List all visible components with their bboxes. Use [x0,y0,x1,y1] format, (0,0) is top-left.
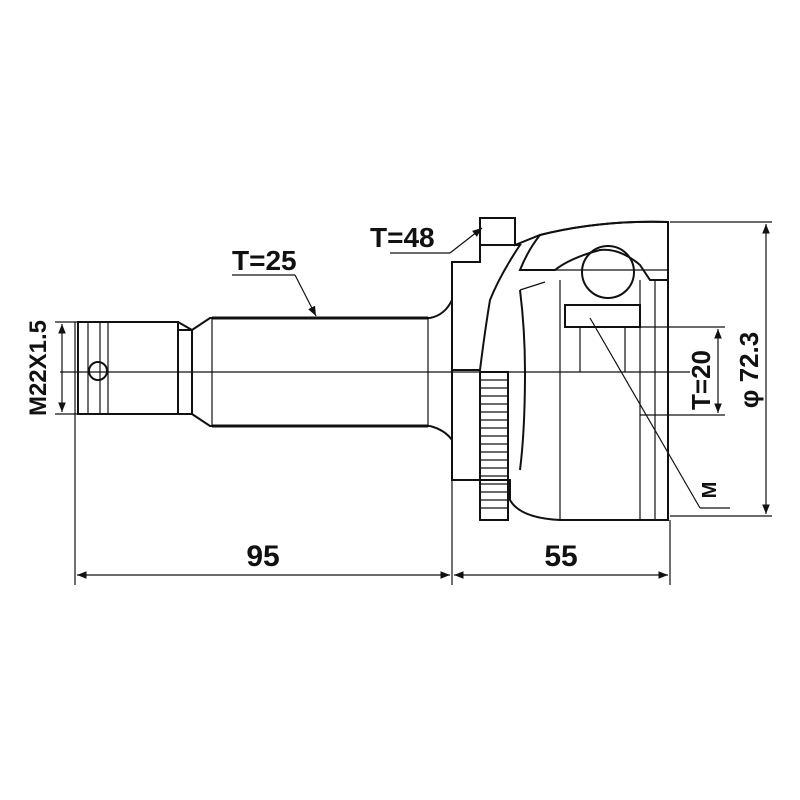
ball-icon [581,245,635,299]
dim-label-thread: M22X1.5 [25,320,52,416]
label-m: M [699,482,721,499]
bell-housing [451,217,669,521]
dim-label-diameter: φ 72.3 [734,332,764,408]
pin-hole-icon [88,361,108,381]
label-t48: T=48 [370,222,435,253]
abs-ring [479,371,509,521]
shaft [191,299,453,441]
threaded-end [77,321,193,415]
label-t25: T=25 [232,245,297,276]
dim-label-95: 95 [246,540,279,573]
inner-race [564,245,641,372]
leader-m [589,317,701,509]
dim-label-t20: T=20 [686,350,716,410]
dim-label-55: 55 [544,540,577,573]
